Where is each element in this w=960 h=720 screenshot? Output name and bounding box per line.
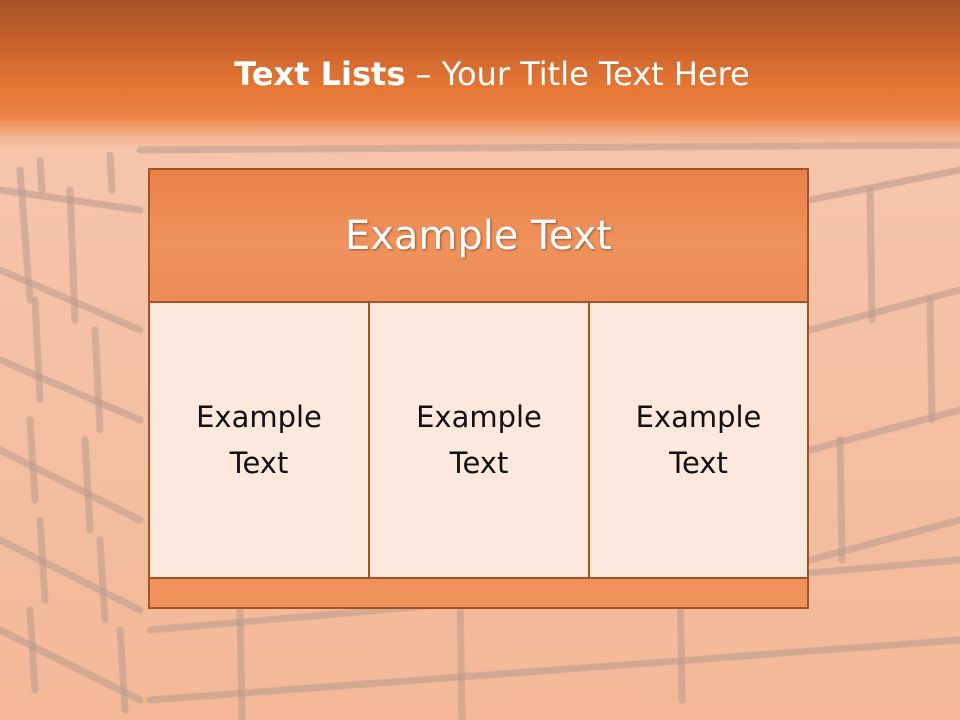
list-column-1-line-1: Example (196, 400, 322, 434)
slide-title: Text Lists – Your Title Text Here (0, 52, 960, 96)
list-column-3-line-1: Example (635, 400, 762, 434)
list-column-1-line-2: Text (229, 446, 289, 480)
title-rest-text: – Your Title Text Here (415, 55, 750, 93)
title-band (0, 0, 960, 150)
panel-footer-bar (150, 577, 807, 607)
panel-header: Example Text (150, 170, 807, 303)
list-column-2-line-2: Text (449, 446, 509, 480)
list-column-2-line-1: Example (416, 400, 542, 434)
list-column-3-line-2: Text (669, 446, 728, 480)
title-bold-text: Text Lists (234, 55, 406, 93)
panel-header-text: Example Text (344, 212, 613, 259)
